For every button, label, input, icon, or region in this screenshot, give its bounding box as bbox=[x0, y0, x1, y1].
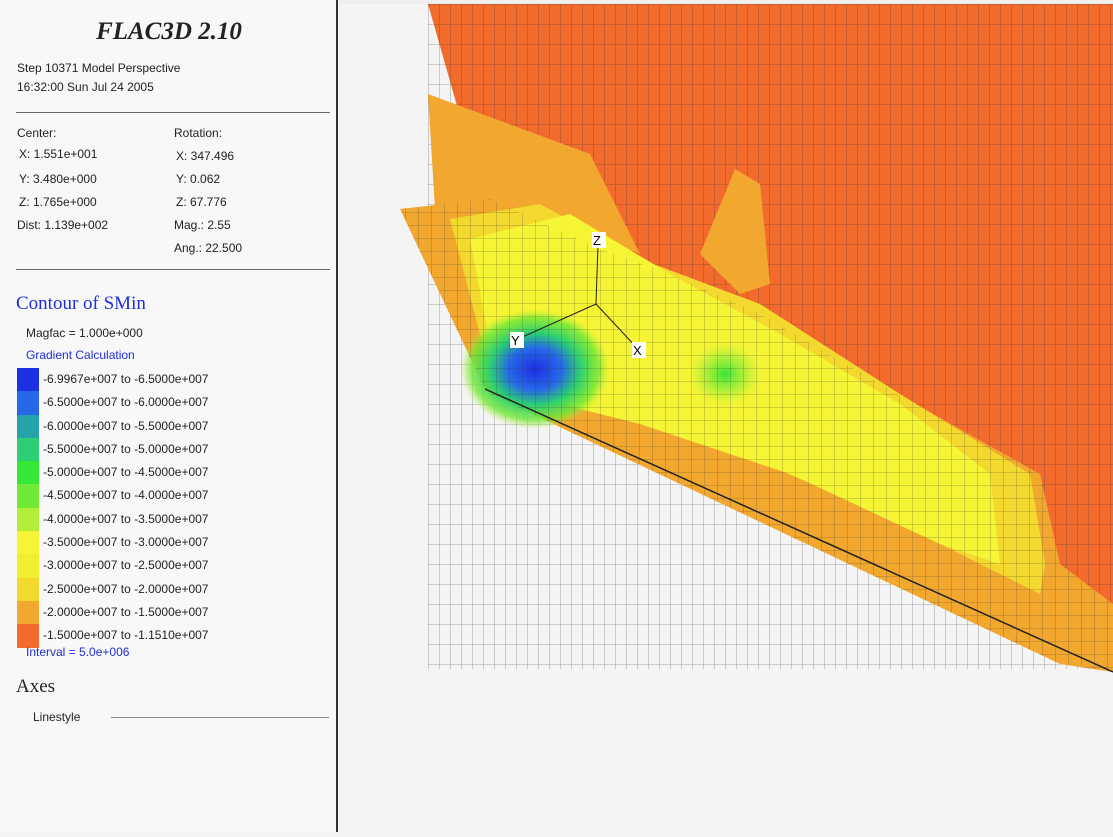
rotation-y: Y: 0.062 bbox=[176, 172, 221, 186]
legend-label: -2.0000e+007 to -1.5000e+007 bbox=[43, 604, 209, 619]
axis-z-label: Z bbox=[593, 233, 601, 248]
legend-swatch bbox=[17, 484, 39, 508]
axis-x-label: X bbox=[633, 343, 642, 358]
timestamp: 16:32:00 Sun Jul 24 2005 bbox=[17, 80, 154, 94]
rotation-x: X: 347.496 bbox=[176, 149, 235, 163]
axis-x-box bbox=[632, 342, 646, 358]
legend-label: -4.5000e+007 to -4.0000e+007 bbox=[43, 488, 209, 503]
divider bbox=[16, 269, 330, 270]
linestyle-label: Linestyle bbox=[33, 710, 81, 724]
axis-y-label: Y bbox=[511, 333, 520, 348]
legend-label: -4.0000e+007 to -3.5000e+007 bbox=[43, 511, 209, 526]
legend-label: -5.0000e+007 to -4.5000e+007 bbox=[43, 465, 209, 480]
center-z: Z: 1.765e+000 bbox=[19, 195, 97, 209]
interval: Interval = 5.0e+006 bbox=[26, 645, 130, 659]
app-title: FLAC3D 2.10 bbox=[96, 18, 242, 45]
magfac: Magfac = 1.000e+000 bbox=[26, 326, 143, 340]
linestyle-sample bbox=[111, 717, 329, 718]
mesh-view: Z Y X bbox=[400, 4, 1113, 673]
legend-swatch bbox=[17, 437, 39, 462]
legend-swatch bbox=[17, 368, 39, 392]
legend-label: -6.5000e+007 to -6.0000e+007 bbox=[43, 395, 209, 410]
contour-title: Contour of SMin bbox=[16, 293, 146, 314]
rotation-label: Rotation: bbox=[174, 126, 223, 140]
legend-swatch bbox=[17, 461, 39, 485]
legend-swatch bbox=[17, 624, 39, 648]
axis-z-box bbox=[592, 232, 606, 248]
legend-label: -6.9967e+007 to -6.5000e+007 bbox=[43, 372, 209, 386]
model-viewport[interactable]: Z Y X bbox=[340, 4, 1113, 832]
legend-swatch bbox=[17, 531, 39, 555]
window-top-frame bbox=[0, 0, 1113, 4]
step-info: Step 10371 Model Perspective bbox=[17, 61, 181, 75]
axes-title: Axes bbox=[16, 676, 56, 697]
legend-label: -2.5000e+007 to -2.0000e+007 bbox=[43, 581, 209, 596]
legend-label: -1.5000e+007 to -1.1510e+007 bbox=[43, 628, 209, 643]
center-label: Center: bbox=[17, 126, 57, 140]
distance: Dist: 1.139e+002 bbox=[17, 218, 109, 232]
legend-label: -6.0000e+007 to -5.5000e+007 bbox=[43, 418, 209, 433]
axis-y-box bbox=[510, 332, 524, 348]
legend-swatch bbox=[17, 554, 39, 578]
magnification: Mag.: 2.55 bbox=[174, 218, 231, 232]
legend-swatch bbox=[17, 507, 39, 532]
legend-label: -3.0000e+007 to -2.5000e+007 bbox=[43, 558, 209, 573]
angle: Ang.: 22.500 bbox=[174, 241, 243, 255]
legend-swatch bbox=[17, 391, 39, 415]
rotation-z: Z: 67.776 bbox=[176, 195, 227, 209]
gradient-calculation: Gradient Calculation bbox=[26, 348, 135, 362]
legend-label: -5.5000e+007 to -5.0000e+007 bbox=[43, 441, 209, 456]
legend-label: -3.5000e+007 to -3.0000e+007 bbox=[43, 535, 209, 550]
center-x: X: 1.551e+001 bbox=[19, 147, 98, 161]
legend-panel: FLAC3D 2.10 Step 10371 Model Perspective… bbox=[0, 0, 338, 832]
divider bbox=[16, 112, 330, 113]
legend-swatch bbox=[17, 414, 39, 438]
legend-swatch bbox=[17, 577, 39, 601]
center-y: Y: 3.480e+000 bbox=[19, 172, 97, 186]
legend-swatch bbox=[17, 600, 39, 625]
